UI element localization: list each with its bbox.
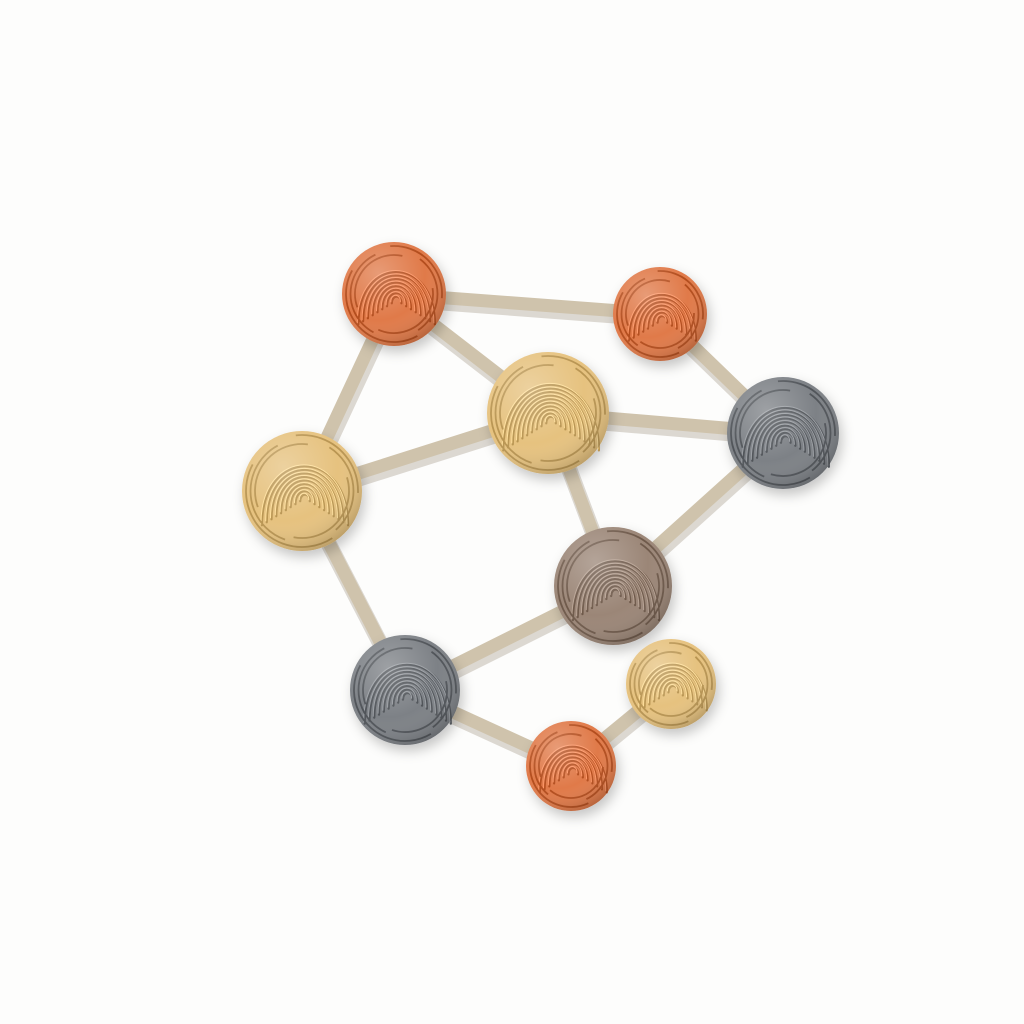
node-gray-right [727, 377, 839, 489]
clay-shading [350, 635, 460, 745]
node-orange-top-right [613, 267, 707, 361]
node-tan-bottom-right [626, 639, 716, 729]
node-gray-bottom-left [350, 635, 460, 745]
clay-shading [487, 352, 609, 474]
clay-shading [342, 242, 446, 346]
clay-shading [613, 267, 707, 361]
clay-shading [727, 377, 839, 489]
fingerprint-nodes [242, 242, 839, 811]
node-taupe-lower [554, 527, 672, 645]
clay-shading [626, 639, 716, 729]
clay-shading [242, 431, 362, 551]
node-orange-bottom [526, 721, 616, 811]
clay-shading [554, 527, 672, 645]
clay-shading [526, 721, 616, 811]
node-tan-left [242, 431, 362, 551]
node-orange-top-left [342, 242, 446, 346]
node-tan-center [487, 352, 609, 474]
